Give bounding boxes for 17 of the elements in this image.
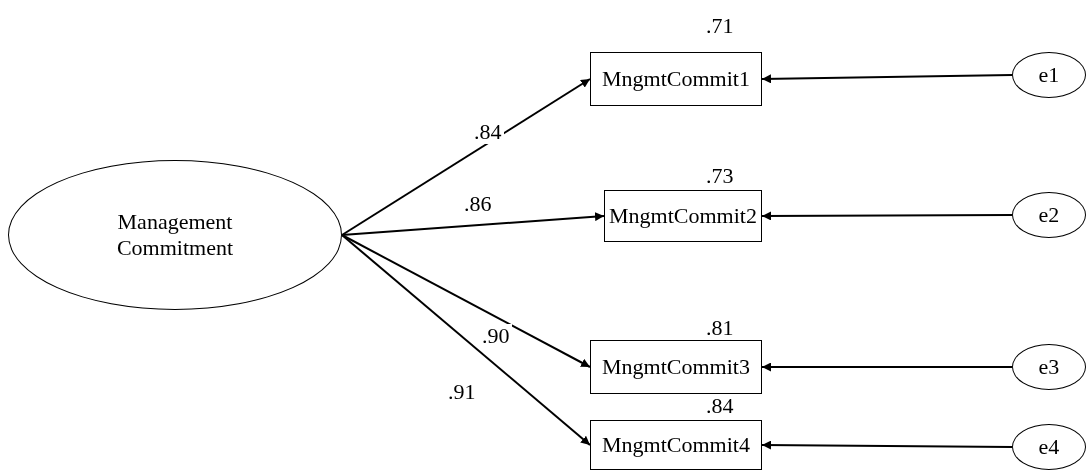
indicator-box: MngmtCommit3	[590, 340, 762, 394]
indicator-box: MngmtCommit2	[604, 190, 762, 242]
error-term-circle: e1	[1012, 52, 1086, 98]
arrow	[761, 440, 1013, 450]
arrow	[761, 211, 1013, 221]
error-term-circle: e4	[1012, 424, 1086, 470]
error-term-circle: e2	[1012, 192, 1086, 238]
latent-variable-ellipse: Management Commitment	[8, 160, 342, 310]
arrow	[341, 234, 591, 446]
error-term-circle: e3	[1012, 344, 1086, 390]
indicator-box: MngmtCommit4	[590, 420, 762, 470]
arrow	[341, 78, 591, 236]
indicator-box: MngmtCommit1	[590, 52, 762, 106]
arrow	[761, 362, 1013, 372]
arrow	[761, 74, 1013, 84]
arrow	[341, 212, 605, 236]
arrow	[341, 234, 591, 368]
